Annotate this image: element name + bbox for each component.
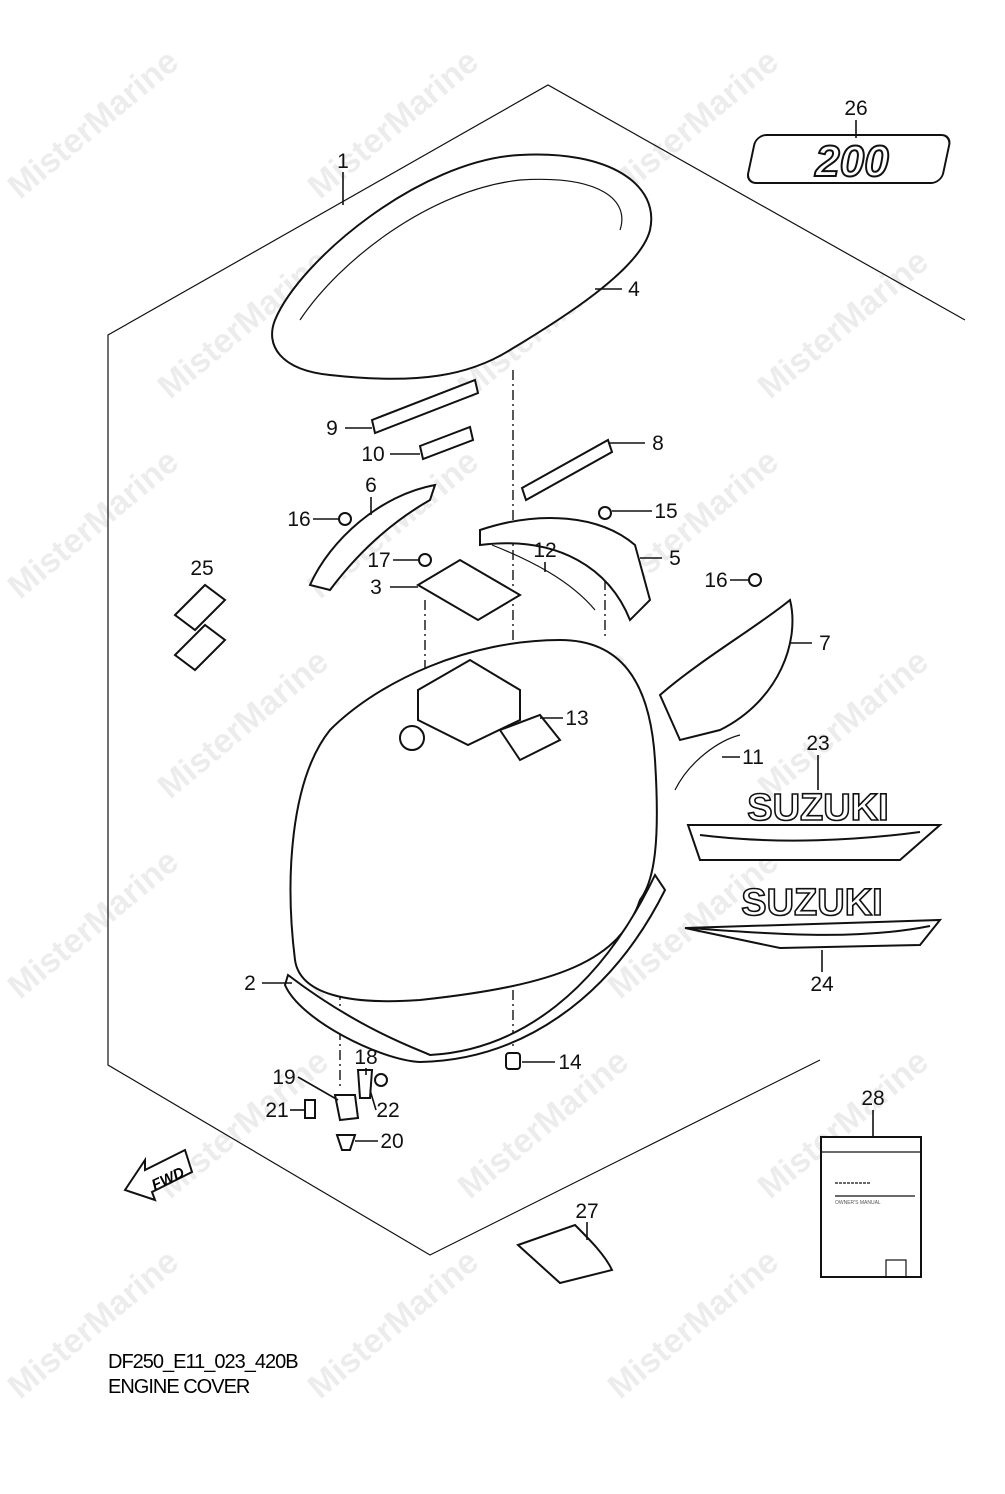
callout-9: 9 — [326, 417, 338, 440]
part-top-cover — [271, 153, 653, 380]
badge-200-text: 200 — [814, 137, 889, 186]
callout-6: 6 — [365, 474, 377, 497]
callout-8: 8 — [652, 432, 664, 455]
callout-28: 28 — [861, 1087, 884, 1110]
part-200-badge: 200 — [746, 134, 951, 187]
callout-26: 26 — [844, 97, 867, 120]
part-seal-strip-10 — [418, 425, 475, 461]
callout-15: 15 — [654, 500, 677, 523]
callout-25: 25 — [190, 557, 213, 580]
fwd-arrow-icon: FWD — [123, 1148, 194, 1202]
callout-24: 24 — [810, 973, 834, 996]
part-owners-manual: OWNER'S MANUAL — [820, 1136, 922, 1278]
part-lower-cover — [283, 638, 667, 1064]
callout-21: 21 — [265, 1099, 288, 1122]
callout-5: 5 — [669, 547, 681, 570]
callout-13: 13 — [565, 707, 588, 730]
part-seal-11 — [674, 734, 741, 791]
fasteners — [304, 506, 762, 1151]
watermark-text: MisterMarine — [1, 442, 186, 606]
callout-1: 1 — [337, 150, 349, 173]
part-seal-strip-8 — [520, 438, 614, 502]
callout-3: 3 — [370, 576, 382, 599]
callout-23: 23 — [806, 732, 829, 755]
callout-18: 18 — [354, 1046, 377, 1069]
decal-23-text: SUZUKI — [747, 787, 888, 829]
watermark-text: MisterMarine — [1, 42, 186, 206]
callout-7: 7 — [819, 632, 831, 655]
diagram-title: ENGINE COVER — [108, 1376, 250, 1398]
part-suzuki-decal-24: SUZUKI — [684, 881, 943, 950]
leader-lines — [262, 120, 874, 1240]
watermark-text: MisterMarine — [751, 242, 936, 406]
part-left-grille — [308, 483, 437, 592]
callout-2: 2 — [244, 972, 256, 995]
callout-20: 20 — [380, 1130, 403, 1153]
callout-22: 22 — [376, 1099, 399, 1122]
callout-16-right: 16 — [704, 569, 727, 592]
part-s-emblem — [173, 583, 227, 672]
diagram-code: DF250_E11_023_420B — [108, 1351, 298, 1373]
watermark-text: MisterMarine — [451, 1042, 636, 1206]
watermark-text: MisterMarine — [1, 842, 186, 1006]
callout-labels: 1 2 3 4 5 6 7 8 9 10 11 12 13 14 15 16 1… — [190, 97, 884, 1223]
callout-19: 19 — [272, 1066, 295, 1089]
callout-16-left: 16 — [287, 508, 310, 531]
manual-label: OWNER'S MANUAL — [835, 1200, 881, 1206]
decal-24-text: SUZUKI — [741, 882, 882, 924]
callout-10: 10 — [361, 443, 384, 466]
part-tool-bag — [516, 1223, 614, 1285]
callout-11: 11 — [742, 746, 764, 769]
part-right-grille — [658, 598, 794, 742]
part-seal-strip-9 — [370, 378, 480, 435]
part-bracket-3 — [416, 558, 522, 622]
callout-4: 4 — [628, 278, 640, 301]
part-seal-12 — [491, 544, 596, 611]
assembly-boundary — [107, 84, 966, 1256]
part-rear-duct — [479, 517, 652, 622]
watermark-text: MisterMarine — [301, 1242, 486, 1406]
part-suzuki-decal-23: SUZUKI — [686, 786, 943, 861]
callout-27: 27 — [575, 1200, 598, 1223]
callout-12: 12 — [533, 539, 556, 562]
callout-17: 17 — [367, 549, 390, 572]
callout-14: 14 — [558, 1051, 582, 1074]
watermark-text: MisterMarine — [601, 1242, 786, 1406]
